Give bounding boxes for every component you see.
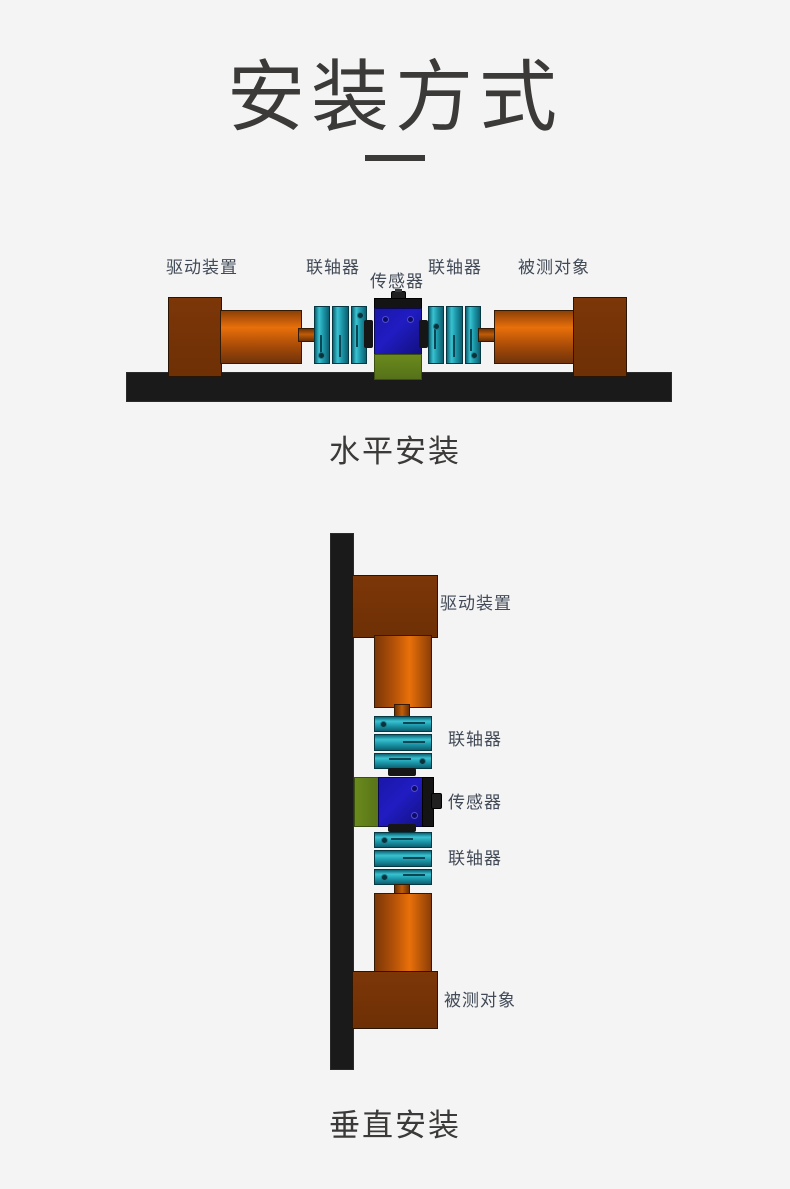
coupling-slab <box>374 832 432 848</box>
coupling-screw <box>380 721 387 728</box>
coupling-screw <box>471 352 478 359</box>
coupling-slab <box>314 306 330 364</box>
sensor-base-foot <box>374 354 422 380</box>
coupling-slot <box>339 335 341 357</box>
coupling-left <box>314 306 367 364</box>
coupling-slot <box>403 874 425 876</box>
mounting-wall <box>330 533 354 1070</box>
coupling-upper <box>374 716 432 769</box>
figure-horizontal-installation: 驱动装置 联轴器 传感器 联轴器 被测对象 <box>0 0 790 469</box>
caption-vertical-installation: 垂直安装 <box>329 1108 461 1143</box>
coupling-screw <box>419 758 426 765</box>
drive-unit-motor-body-vertical <box>374 635 432 708</box>
sensor-base-foot <box>354 777 382 827</box>
drive-unit-mount-block <box>168 297 222 377</box>
coupling-screw <box>381 837 388 844</box>
coupling-slot <box>453 335 455 357</box>
page-title: 安装方式 <box>226 53 563 141</box>
label-coupling-left-horizontal: 联轴器 <box>306 258 360 277</box>
coupling-right <box>428 306 481 364</box>
coupling-slot <box>389 758 411 760</box>
sensor-body <box>374 308 422 356</box>
coupling-left-hub <box>364 320 373 348</box>
coupling-slab <box>374 753 432 769</box>
measured-object-mount-block <box>573 297 627 377</box>
title-divider <box>365 155 425 161</box>
caption-horizontal-installation: 水平安装 <box>329 434 461 469</box>
coupling-slab <box>374 869 432 885</box>
coupling-slab <box>428 306 444 364</box>
sensor-connector <box>431 793 442 809</box>
coupling-slot <box>403 857 425 859</box>
coupling-screw <box>433 323 440 330</box>
label-coupling-lower-vertical: 联轴器 <box>448 849 502 868</box>
measured-object-mount-block-vertical <box>352 971 438 1029</box>
sensor-screw <box>411 812 418 819</box>
label-sensor-vertical: 传感器 <box>448 793 502 812</box>
coupling-right-hub <box>419 320 428 348</box>
coupling-lower <box>374 832 432 885</box>
coupling-slab <box>374 850 432 867</box>
label-drive-unit-vertical: 驱动装置 <box>440 594 512 613</box>
coupling-screw <box>357 312 364 319</box>
coupling-slot <box>470 329 472 351</box>
measured-object-body <box>494 310 576 364</box>
coupling-screw <box>318 352 325 359</box>
label-measured-object-vertical: 被测对象 <box>444 991 516 1010</box>
coupling-slab <box>351 306 367 364</box>
coupling-screw <box>381 874 388 881</box>
sensor-vertical <box>354 777 442 827</box>
coupling-slot <box>434 327 436 349</box>
coupling-slab <box>446 306 463 364</box>
coupling-slab <box>332 306 349 364</box>
coupling-slot <box>356 325 358 347</box>
label-coupling-right-horizontal: 联轴器 <box>428 258 482 277</box>
sensor-screw <box>382 316 389 323</box>
drive-unit-motor-body <box>220 310 302 364</box>
label-measured-object-horizontal: 被测对象 <box>518 258 590 277</box>
drive-unit-mount-block-vertical <box>352 575 438 638</box>
sensor-screw <box>411 785 418 792</box>
coupling-slot <box>391 838 413 840</box>
label-coupling-upper-vertical: 联轴器 <box>448 730 502 749</box>
sensor-horizontal <box>374 289 422 380</box>
label-sensor-horizontal: 传感器 <box>370 272 424 291</box>
coupling-slab <box>374 716 432 732</box>
coupling-lower-hub <box>388 824 416 832</box>
sensor-body <box>378 777 426 827</box>
label-drive-unit-horizontal: 驱动装置 <box>166 258 238 277</box>
coupling-slot <box>403 722 425 724</box>
coupling-slab <box>374 734 432 751</box>
measured-object-body-vertical <box>374 893 432 975</box>
sensor-screw <box>407 316 414 323</box>
coupling-slot <box>403 741 425 743</box>
coupling-slot <box>320 335 322 357</box>
coupling-upper-hub <box>388 768 416 776</box>
